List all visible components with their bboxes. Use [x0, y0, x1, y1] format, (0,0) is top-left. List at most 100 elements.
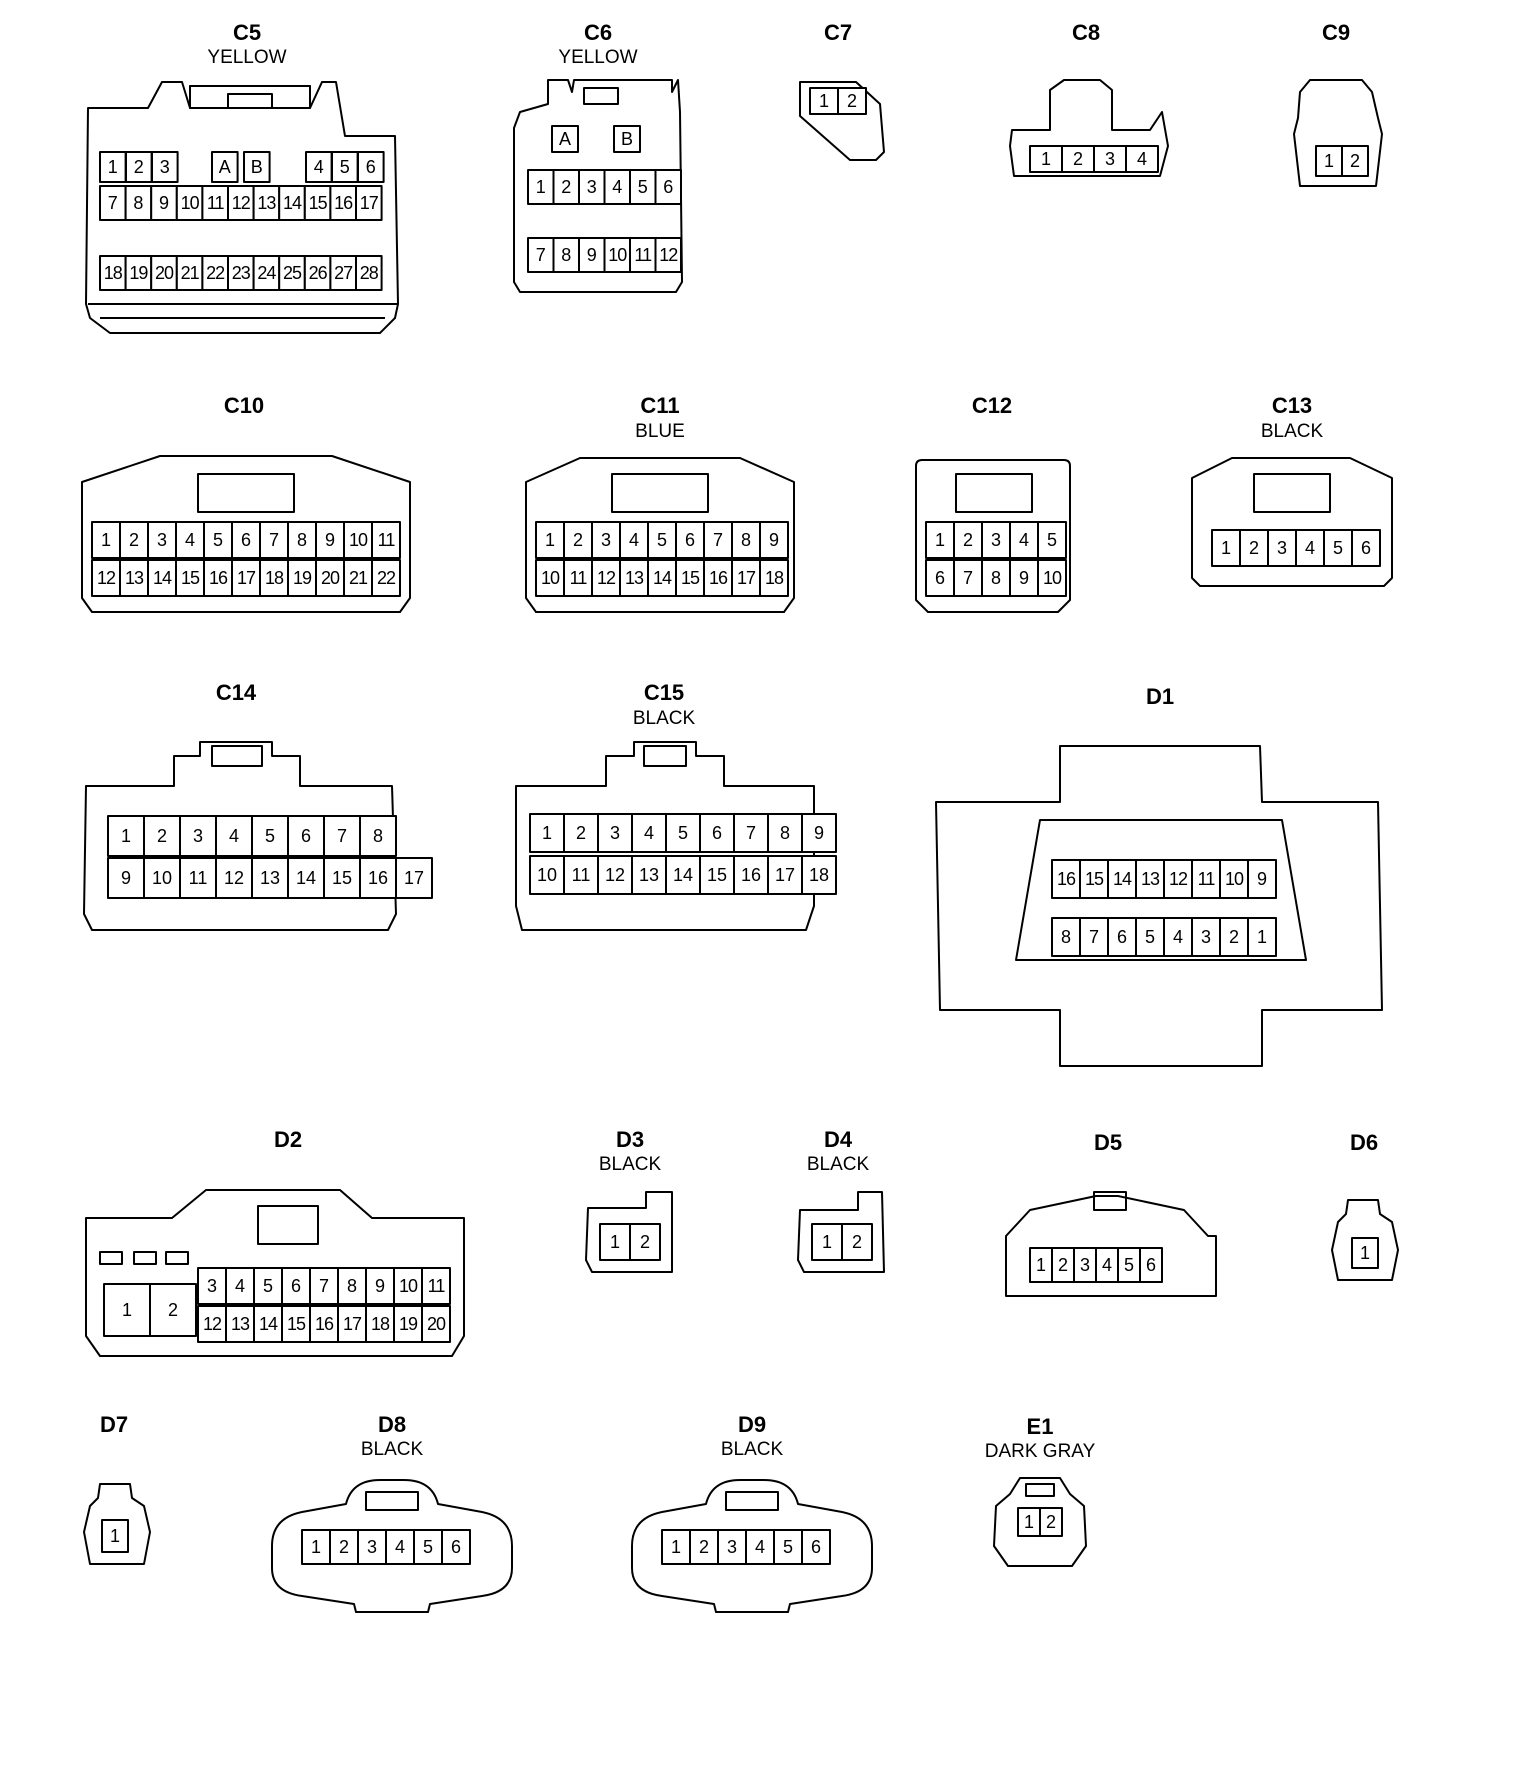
pin-label: 8 [991, 568, 1001, 588]
pin-box [359, 815, 397, 857]
pin-box [371, 559, 401, 597]
pin-cell: 4 [619, 521, 649, 559]
pin-box [99, 151, 127, 183]
pin-box [252, 255, 281, 291]
pin-cell: 2 [1051, 1247, 1075, 1283]
pin-box [1107, 917, 1137, 957]
pin-box [629, 169, 657, 205]
pin-cell: 17 [355, 185, 383, 221]
pin-cell: 17 [395, 857, 433, 899]
pin-label: 11 [570, 568, 588, 588]
pin-cell: 6 [675, 521, 705, 559]
pin-cell: 5 [251, 815, 289, 857]
connector-d6: D6 1 [1331, 1130, 1399, 1281]
pin-cell: 13 [252, 185, 281, 221]
c15-lock [643, 745, 687, 767]
pin-cell: 13 [119, 559, 149, 597]
pin-label: 13 [1141, 869, 1160, 889]
pin-box [143, 857, 181, 899]
pin-box [119, 521, 149, 559]
pin-box [149, 1283, 197, 1337]
pin-box [837, 87, 867, 115]
pin-cell: A [551, 125, 579, 153]
d2-slot [99, 1251, 123, 1265]
pin-cell: 5 [1117, 1247, 1141, 1283]
pin-cell: 3 [1191, 917, 1221, 957]
pin-cell: 6 [1107, 917, 1137, 957]
pin-cell: 14 [287, 857, 325, 899]
pin-label: 14 [259, 1314, 278, 1334]
pin-label: 13 [639, 865, 659, 885]
e1-housing [993, 1477, 1087, 1567]
pin-label: 17 [237, 568, 256, 588]
pin-label: 26 [309, 263, 328, 283]
pin-cell: 2 [563, 813, 599, 853]
pin-cell: 9 [365, 1267, 395, 1305]
pin-box [395, 857, 433, 899]
pin-box [287, 857, 325, 899]
d3-color: BLACK [599, 1154, 662, 1175]
pin-label: 4 [1137, 149, 1147, 169]
pin-cell: 4 [1125, 145, 1159, 173]
pin-box [925, 559, 955, 597]
pin-label: 4 [1173, 927, 1183, 947]
pin-cell: 13 [619, 559, 649, 597]
pin-label: 9 [814, 823, 824, 843]
pin-label: 17 [737, 568, 756, 588]
pin-cell: 10 [603, 237, 631, 273]
pin-label: 18 [371, 1314, 390, 1334]
pin-label: 5 [1124, 1255, 1134, 1275]
pin-label: 1 [610, 1232, 620, 1252]
pin-cell: 3 [717, 1529, 747, 1565]
c5-lock [189, 85, 311, 109]
pin-label: 16 [315, 1314, 334, 1334]
pin-cell: 5 [665, 813, 701, 853]
pin-box [355, 185, 383, 221]
c14-housing [83, 741, 397, 931]
pin-box [953, 559, 983, 597]
pin-cell: 2 [119, 521, 149, 559]
pin-box [1139, 1247, 1163, 1283]
d2-housing [85, 1189, 465, 1357]
pin-cell: 8 [552, 237, 580, 273]
pin-box [287, 815, 325, 857]
pin-cell: 1 [1211, 529, 1241, 567]
pin-box [578, 237, 606, 273]
pin-cell: 1 [811, 1223, 843, 1261]
c9-housing [1293, 79, 1383, 187]
pin-box [953, 521, 983, 559]
pin-cell: 10 [535, 559, 565, 597]
pin-label: 1 [671, 1537, 681, 1557]
d7-id: D7 [100, 1412, 128, 1437]
pin-label: 10 [541, 568, 560, 588]
pin-cell: 18 [801, 855, 837, 895]
pin-cell: 21 [175, 255, 204, 291]
pin-box [413, 1529, 443, 1565]
pin-label: 11 [572, 865, 591, 885]
pin-box [287, 559, 317, 597]
pin-cell: 16 [329, 185, 357, 221]
pin-label: 1 [108, 157, 118, 177]
pin-label: 2 [157, 826, 167, 846]
pin-cell: 3 [597, 813, 633, 853]
pin-cell: 17 [337, 1305, 367, 1343]
d8-housing [271, 1479, 513, 1613]
pin-box [801, 813, 837, 853]
pin-cell: 21 [343, 559, 373, 597]
pin-box [731, 559, 761, 597]
pin-label: 20 [155, 263, 174, 283]
pin-box [759, 559, 789, 597]
pin-label: 21 [349, 568, 368, 588]
pin-cell: 1 [599, 1223, 631, 1261]
pin-box [1051, 859, 1081, 899]
pin-label: 3 [157, 530, 167, 550]
pin-label: 2 [1058, 1255, 1068, 1275]
pin-label: 3 [367, 1537, 377, 1557]
pin-label: 9 [1257, 869, 1267, 889]
pin-box [1093, 145, 1127, 173]
pin-label: 12 [97, 568, 116, 588]
